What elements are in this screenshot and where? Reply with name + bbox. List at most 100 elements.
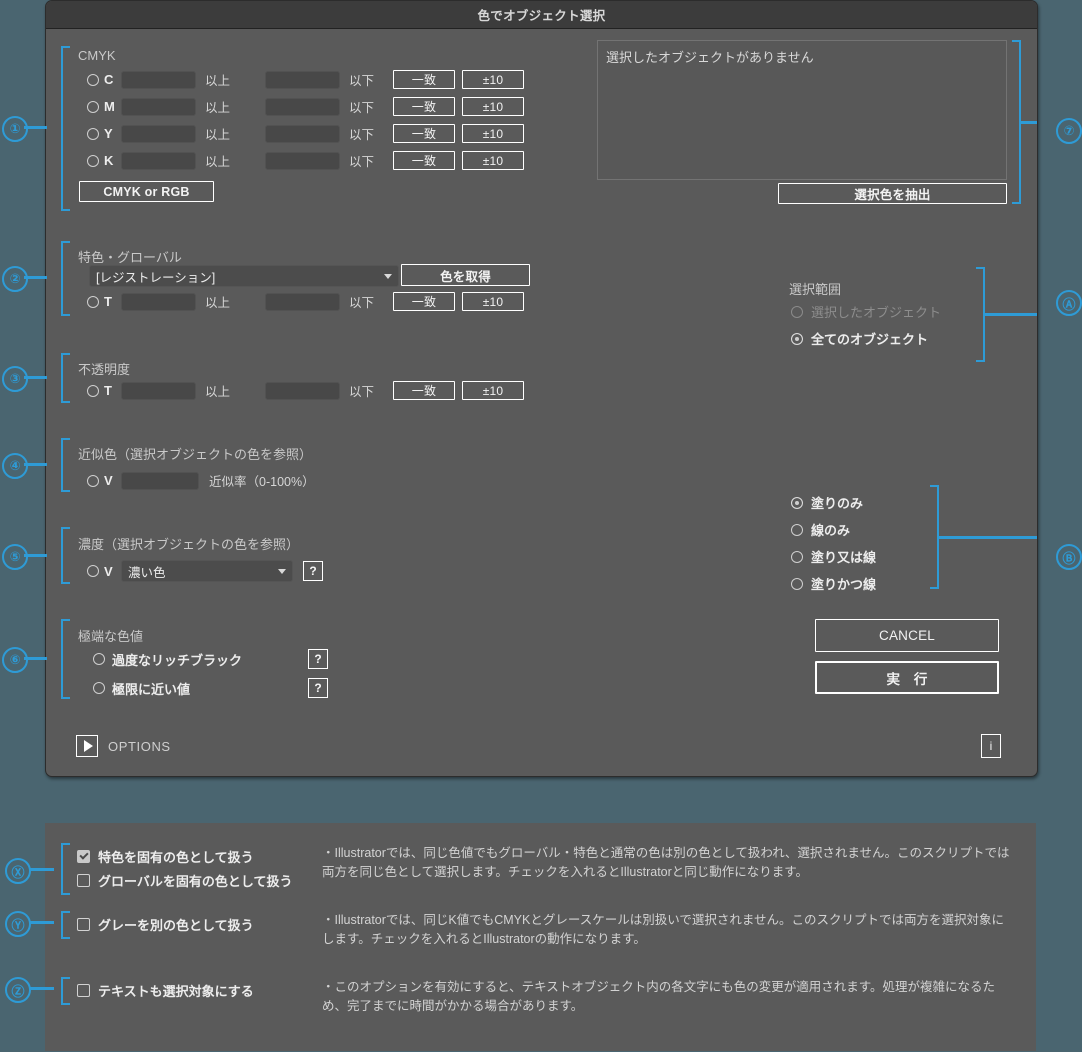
cmyk-match-button-k[interactable]: 一致 bbox=[393, 151, 455, 170]
cmyk-radio-m[interactable] bbox=[87, 100, 99, 113]
cmyk-tolerance-button-c[interactable]: ±10 bbox=[462, 70, 524, 89]
target-radio-stroke-only[interactable] bbox=[791, 523, 803, 536]
chevron-down-icon bbox=[384, 273, 392, 279]
cmyk-row-y: Y 以上 以下 一致 ±10 bbox=[87, 124, 524, 143]
cmyk-radio-y[interactable] bbox=[87, 127, 99, 140]
extreme-radio-rich-black[interactable] bbox=[93, 653, 105, 665]
cmyk-max-input-k[interactable] bbox=[265, 151, 340, 170]
options-disclosure[interactable]: OPTIONS bbox=[76, 735, 171, 757]
cmyk-match-button-y[interactable]: 一致 bbox=[393, 124, 455, 143]
cmyk-max-suffix-k: 以下 bbox=[349, 155, 375, 169]
target-option-stroke-only[interactable]: 線のみ bbox=[791, 520, 850, 539]
cancel-button[interactable]: CANCEL bbox=[815, 619, 999, 652]
dialog-titlebar: 色でオブジェクト選択 bbox=[46, 1, 1037, 29]
target-option-fill-only[interactable]: 塗りのみ bbox=[791, 493, 863, 512]
cmyk-tolerance-button-y[interactable]: ±10 bbox=[462, 124, 524, 143]
annotation-marker-5: ⑤ bbox=[2, 544, 28, 570]
scope-group-label: 選択範囲 bbox=[789, 282, 842, 297]
opacity-min-input[interactable] bbox=[121, 381, 196, 400]
cmyk-row-k: K 以上 以下 一致 ±10 bbox=[87, 151, 524, 170]
cmyk-tolerance-button-k[interactable]: ±10 bbox=[462, 151, 524, 170]
annotation-leader-3 bbox=[24, 376, 47, 379]
annotation-bracket-7 bbox=[1012, 40, 1021, 204]
target-radio-fill-and-stroke[interactable] bbox=[791, 577, 803, 590]
opacity-match-button[interactable]: 一致 bbox=[393, 381, 455, 400]
annotation-bracket-2 bbox=[61, 241, 70, 316]
annotation-marker-y: Ⓨ bbox=[5, 911, 31, 937]
cmyk-label-c: C bbox=[104, 72, 114, 87]
cmyk-or-rgb-button[interactable]: CMYK or RGB bbox=[79, 181, 214, 202]
cmyk-max-input-c[interactable] bbox=[265, 70, 340, 89]
scope-option-selected-objects[interactable]: 選択したオブジェクト bbox=[791, 302, 941, 321]
opacity-group-label: 不透明度 bbox=[78, 362, 131, 377]
annotation-marker-6: ⑥ bbox=[2, 647, 28, 673]
cmyk-max-input-y[interactable] bbox=[265, 124, 340, 143]
annotation-leader-a bbox=[985, 313, 1037, 316]
cmyk-min-input-k[interactable] bbox=[121, 151, 196, 170]
cmyk-min-input-c[interactable] bbox=[121, 70, 196, 89]
scope-option-all-objects[interactable]: 全てのオブジェクト bbox=[791, 329, 928, 348]
spot-tolerance-button[interactable]: ±10 bbox=[462, 292, 524, 311]
target-radio-fill-or-stroke[interactable] bbox=[791, 550, 803, 563]
cmyk-min-input-y[interactable] bbox=[121, 124, 196, 143]
opacity-radio-t[interactable] bbox=[87, 384, 99, 397]
scope-radio-selected-objects[interactable] bbox=[791, 305, 803, 318]
option-checkbox-include-text[interactable]: テキストも選択対象にする bbox=[77, 981, 254, 1000]
option-checkbox-spot-as-unique[interactable]: 特色を固有の色として扱う bbox=[77, 847, 254, 866]
spot-max-input[interactable] bbox=[265, 292, 340, 311]
cmyk-match-button-c[interactable]: 一致 bbox=[393, 70, 455, 89]
pick-color-button[interactable]: 色を取得 bbox=[401, 264, 530, 286]
opacity-tolerance-button[interactable]: ±10 bbox=[462, 381, 524, 400]
scope-label-all-objects: 全てのオブジェクト bbox=[811, 332, 929, 347]
cmyk-max-suffix-y: 以下 bbox=[349, 128, 375, 142]
run-button[interactable]: 実 行 bbox=[815, 661, 999, 694]
similar-rate-input[interactable] bbox=[121, 471, 199, 490]
target-label-stroke-only: 線のみ bbox=[811, 523, 851, 538]
extreme-radio-near-limit[interactable] bbox=[93, 682, 105, 694]
spot-radio-t[interactable] bbox=[87, 295, 99, 308]
target-label-fill-only: 塗りのみ bbox=[811, 496, 864, 511]
selected-objects-listbox[interactable]: 選択したオブジェクトがありません bbox=[597, 40, 1007, 180]
extreme-help-button-rich-black[interactable]: ? bbox=[308, 649, 328, 669]
cmyk-radio-c[interactable] bbox=[87, 73, 99, 86]
option-checkbox-gray-as-separate[interactable]: グレーを別の色として扱う bbox=[77, 915, 254, 934]
cmyk-tolerance-button-m[interactable]: ±10 bbox=[462, 97, 524, 116]
cmyk-min-input-m[interactable] bbox=[121, 97, 196, 116]
checkbox-spot-as-unique[interactable] bbox=[77, 850, 90, 863]
annotation-bracket-3 bbox=[61, 353, 70, 403]
cmyk-max-input-m[interactable] bbox=[265, 97, 340, 116]
spot-group-label: 特色・グローバル bbox=[78, 250, 182, 265]
spot-match-button[interactable]: 一致 bbox=[393, 292, 455, 311]
option-checkbox-global-as-unique[interactable]: グローバルを固有の色として扱う bbox=[77, 871, 292, 890]
opacity-max-input[interactable] bbox=[265, 381, 340, 400]
spot-swatch-select[interactable]: [レジストレーション] bbox=[89, 265, 399, 287]
extract-selected-color-button[interactable]: 選択色を抽出 bbox=[778, 183, 1007, 204]
cmyk-max-suffix-c: 以下 bbox=[349, 74, 375, 88]
cmyk-match-button-m[interactable]: 一致 bbox=[393, 97, 455, 116]
spot-min-input[interactable] bbox=[121, 292, 196, 311]
target-option-fill-and-stroke[interactable]: 塗りかつ線 bbox=[791, 574, 876, 593]
annotation-marker-x: Ⓧ bbox=[5, 858, 31, 884]
extreme-label-rich-black: 過度なリッチブラック bbox=[112, 652, 243, 668]
annotation-marker-3: ③ bbox=[2, 366, 28, 392]
info-button[interactable]: i bbox=[981, 734, 1001, 758]
similar-radio-v[interactable] bbox=[87, 474, 99, 487]
annotation-leader-y bbox=[30, 921, 54, 924]
density-help-button[interactable]: ? bbox=[303, 561, 323, 581]
target-option-fill-or-stroke[interactable]: 塗り又は線 bbox=[791, 547, 876, 566]
checkbox-global-as-unique[interactable] bbox=[77, 874, 90, 887]
scope-radio-all-objects[interactable] bbox=[791, 332, 803, 345]
cmyk-radio-k[interactable] bbox=[87, 154, 99, 167]
annotation-leader-4 bbox=[24, 463, 47, 466]
density-radio-v[interactable] bbox=[87, 565, 99, 577]
similar-row: V 近似率（0-100%） bbox=[87, 471, 315, 490]
checkbox-include-text[interactable] bbox=[77, 984, 90, 997]
annotation-leader-2 bbox=[24, 276, 47, 279]
density-select[interactable]: 濃い色 bbox=[121, 560, 293, 582]
cmyk-label-k: K bbox=[104, 153, 114, 168]
target-radio-fill-only[interactable] bbox=[791, 496, 803, 509]
extreme-help-button-near-limit[interactable]: ? bbox=[308, 678, 328, 698]
checkbox-gray-as-separate[interactable] bbox=[77, 918, 90, 931]
annotation-bracket-a bbox=[976, 267, 985, 362]
